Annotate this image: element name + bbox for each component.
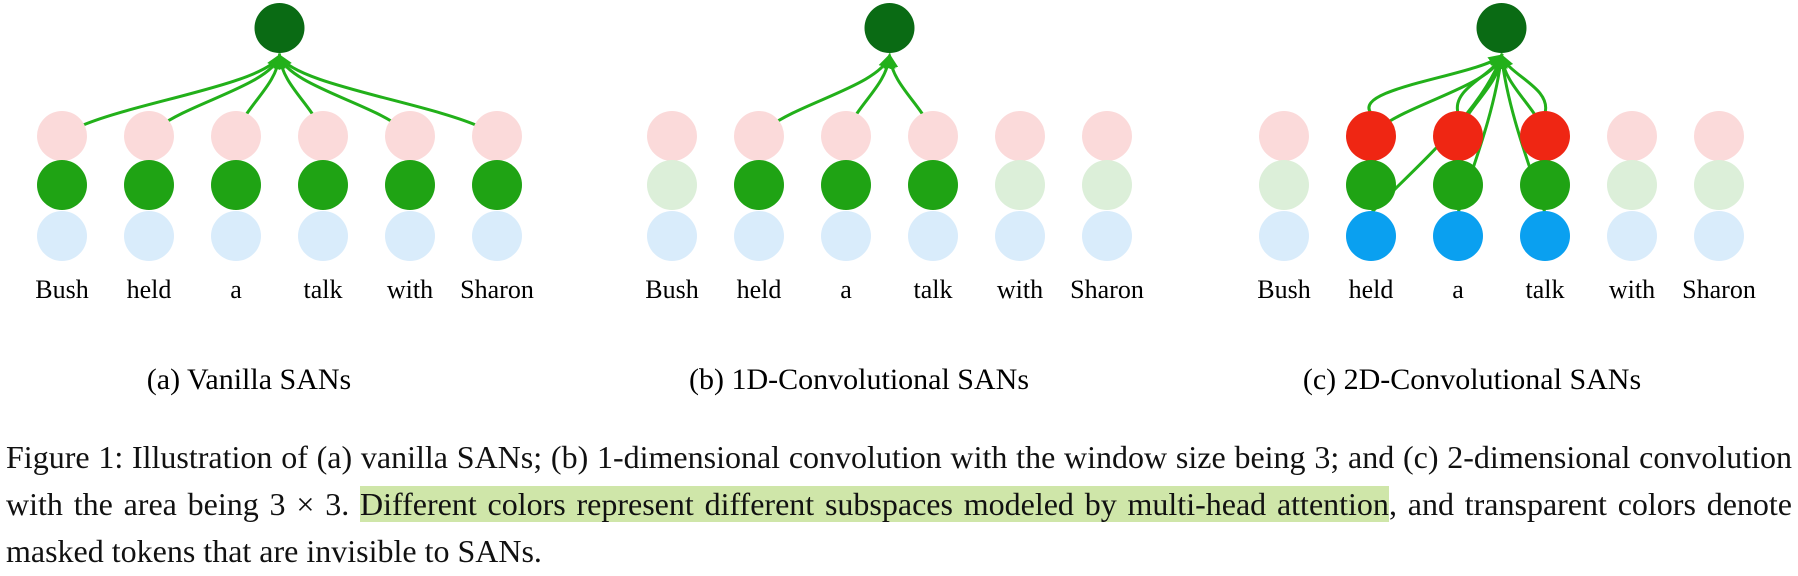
green-node-active: [298, 160, 348, 210]
figure-diagram: Bush held a talk with Sharon (a) Vanilla SANs…: [35, 3, 1756, 396]
token-label: held: [737, 275, 782, 304]
caption-text: Figure 1: Illustration of (a) vanilla SA…: [6, 439, 1792, 522]
panel-c: Bush held a talk with Sharon (c) 2D-Convoluti…: [1257, 3, 1756, 396]
green-node-active: [1520, 160, 1570, 210]
green-node-active: [385, 160, 435, 210]
red-node-masked: [124, 111, 174, 161]
token-label: Bush: [35, 275, 88, 304]
red-node-masked: [908, 111, 958, 161]
red-node-masked: [995, 111, 1045, 161]
blue-node-masked: [1082, 211, 1132, 261]
blue-node-masked: [37, 211, 87, 261]
green-node-masked: [1607, 160, 1657, 210]
blue-node-masked: [647, 211, 697, 261]
figure-caption: Figure 1: Illustration of (a) vanilla SA…: [6, 434, 1792, 575]
blue-node-masked: [298, 211, 348, 261]
attention-output-node: [864, 3, 915, 53]
attention-output-node: [1476, 3, 1527, 53]
subfigure-label: (c) 2D-Convolutional SANs: [1303, 363, 1641, 396]
green-node-active: [37, 160, 87, 210]
token-label: with: [387, 275, 433, 304]
green-node-active: [472, 160, 522, 210]
blue-node-masked: [1694, 211, 1744, 261]
blue-node-masked: [472, 211, 522, 261]
red-node-masked: [1694, 111, 1744, 161]
attention-edge: [1499, 53, 1548, 114]
caption-text-end: , and transparent colors denote masked t…: [6, 486, 1793, 569]
token-label: held: [127, 275, 172, 304]
token-label: Bush: [1257, 275, 1310, 304]
token-label: with: [997, 275, 1043, 304]
subfigure-label: (b) 1D-Convolutional SANs: [689, 363, 1029, 396]
token-label: a: [230, 275, 242, 304]
blue-node-masked: [385, 211, 435, 261]
token-label: a: [1452, 275, 1464, 304]
blue-node-masked: [211, 211, 261, 261]
token-label: Sharon: [1682, 275, 1756, 304]
green-node-masked: [1259, 160, 1309, 210]
red-node-active: [1520, 111, 1570, 161]
attention-edge: [1367, 54, 1504, 114]
red-node-masked: [385, 111, 435, 161]
green-node-masked: [1694, 160, 1744, 210]
token-label: talk: [1526, 275, 1565, 304]
green-node-active: [734, 160, 784, 210]
red-node-masked: [37, 111, 87, 161]
panel-b: Bush held a talk with Sharon (b) 1D-Convoluti…: [645, 3, 1144, 396]
red-node-masked: [1082, 111, 1132, 161]
token-label: a: [840, 275, 852, 304]
token-label: with: [1609, 275, 1655, 304]
attention-output-node: [254, 3, 305, 53]
blue-node-masked: [821, 211, 871, 261]
red-node-masked: [1259, 111, 1309, 161]
blue-node-masked: [124, 211, 174, 261]
blue-node-active: [1520, 211, 1570, 261]
red-node-active: [1346, 111, 1396, 161]
blue-node-masked: [1607, 211, 1657, 261]
green-node-active: [1346, 160, 1396, 210]
blue-node-masked: [995, 211, 1045, 261]
token-label: Sharon: [460, 275, 534, 304]
red-node-masked: [211, 111, 261, 161]
token-label: talk: [304, 275, 343, 304]
token-label: Bush: [645, 275, 698, 304]
green-node-active: [908, 160, 958, 210]
green-node-active: [211, 160, 261, 210]
red-node-active: [1433, 111, 1483, 161]
red-node-masked: [1607, 111, 1657, 161]
red-node-masked: [298, 111, 348, 161]
token-label: held: [1349, 275, 1394, 304]
subfigure-label: (a) Vanilla SANs: [147, 363, 351, 396]
green-node-masked: [1082, 160, 1132, 210]
green-node-active: [821, 160, 871, 210]
red-node-masked: [472, 111, 522, 161]
green-node-masked: [995, 160, 1045, 210]
blue-node-active: [1346, 211, 1396, 261]
blue-node-masked: [1259, 211, 1309, 261]
panel-a: Bush held a talk with Sharon (a) Vanilla SANs: [35, 3, 534, 396]
token-label: talk: [914, 275, 953, 304]
red-node-masked: [647, 111, 697, 161]
green-node-active: [124, 160, 174, 210]
caption-highlight: Different colors represent different sub…: [360, 486, 1389, 522]
red-node-masked: [821, 111, 871, 161]
green-node-masked: [647, 160, 697, 210]
token-label: Sharon: [1070, 275, 1144, 304]
green-node-active: [1433, 160, 1483, 210]
blue-node-active: [1433, 211, 1483, 261]
blue-node-masked: [908, 211, 958, 261]
blue-node-masked: [734, 211, 784, 261]
red-node-masked: [734, 111, 784, 161]
